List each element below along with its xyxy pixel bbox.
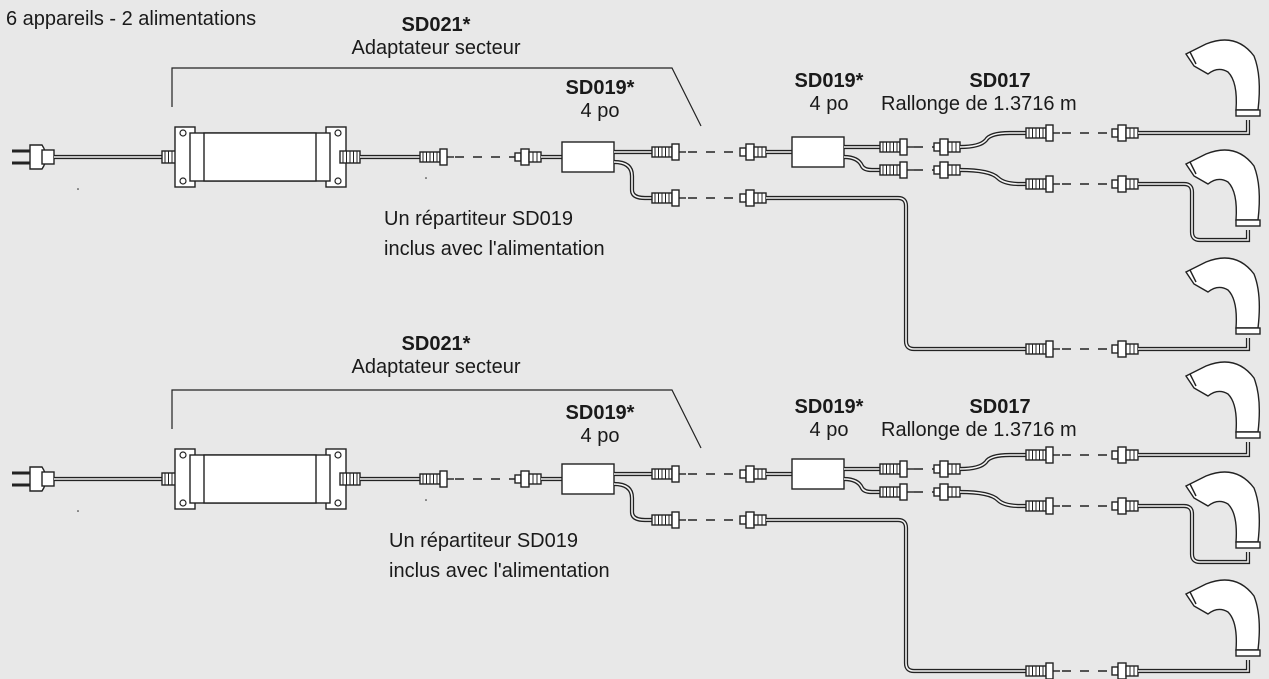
connector-icon — [1025, 497, 1060, 515]
splitter-icon — [791, 458, 845, 490]
connector-icon — [1025, 662, 1060, 679]
plug-icon — [12, 144, 55, 170]
connector-icon — [1025, 340, 1060, 358]
connector-icon — [1111, 497, 1139, 515]
wiring-group-1 — [12, 39, 1261, 358]
connector-icon — [879, 161, 914, 179]
connector-icon — [651, 189, 686, 207]
power-supply-icon — [54, 126, 454, 188]
connector-icon — [933, 161, 961, 179]
splitter-icon — [561, 463, 615, 495]
connector-icon — [651, 465, 686, 483]
connector-icon — [879, 138, 914, 156]
connector-icon — [1025, 124, 1060, 142]
extension-name-1: Rallonge de 1.3716 m — [881, 93, 1077, 115]
adapter-name-1: Adaptateur secteur — [351, 37, 521, 59]
faucet-icon — [1184, 361, 1261, 439]
splitter-note-1-line2: inclus avec l'alimentation — [384, 238, 605, 260]
plug-icon — [12, 466, 55, 492]
splitter-note-2-line1: Un répartiteur SD019 — [389, 530, 578, 552]
connector-icon — [651, 143, 686, 161]
faucet-icon — [1184, 257, 1261, 335]
connector-icon — [879, 483, 914, 501]
connector-icon — [419, 470, 454, 488]
extension-name-2: Rallonge de 1.3716 m — [881, 419, 1077, 441]
connector-icon — [651, 511, 686, 529]
extension-code-2: SD017 — [969, 396, 1031, 418]
splitter-a-code-2: SD019* — [565, 402, 635, 424]
connector-icon — [739, 511, 767, 529]
connector-icon — [933, 483, 961, 501]
splitter-note-2-line2: inclus avec l'alimentation — [389, 560, 610, 582]
adapter-name-2: Adaptateur secteur — [351, 356, 521, 378]
splitter-a-code-1: SD019* — [565, 77, 635, 99]
connector-icon — [879, 460, 914, 478]
splitter-a-size-2: 4 po — [580, 425, 620, 447]
splitter-icon — [561, 141, 615, 173]
adapter-code-1: SD021* — [401, 14, 471, 36]
connector-icon — [1111, 175, 1139, 193]
faucet-icon — [1184, 149, 1261, 227]
faucet-icon — [1184, 39, 1261, 117]
connector-icon — [1025, 175, 1060, 193]
splitter-note-1-line1: Un répartiteur SD019 — [384, 208, 573, 230]
faucet-icon — [1184, 579, 1261, 657]
splitter-icon — [791, 136, 845, 168]
connector-icon — [1111, 340, 1139, 358]
connector-icon — [1111, 446, 1139, 464]
adapter-code-2: SD021* — [401, 333, 471, 355]
splitter-a-size-1: 4 po — [580, 100, 620, 122]
connector-icon — [933, 138, 961, 156]
connector-icon — [739, 189, 767, 207]
connector-icon — [1025, 446, 1060, 464]
extension-code-1: SD017 — [969, 70, 1031, 92]
faucet-icon — [1184, 471, 1261, 549]
splitter-b-size-1: 4 po — [809, 93, 849, 115]
connector-icon — [739, 465, 767, 483]
splitter-b-code-1: SD019* — [794, 70, 864, 92]
splitter-b-size-2: 4 po — [809, 419, 849, 441]
wiring-group-2 — [12, 361, 1261, 679]
splitter-b-code-2: SD019* — [794, 396, 864, 418]
connector-icon — [933, 460, 961, 478]
connector-icon — [419, 148, 454, 166]
diagram-heading: 6 appareils - 2 alimentations — [6, 8, 257, 30]
connector-icon — [514, 470, 542, 488]
connector-icon — [1111, 662, 1139, 679]
connector-icon — [1111, 124, 1139, 142]
power-supply-icon — [54, 448, 454, 510]
connector-icon — [739, 143, 767, 161]
connector-icon — [514, 148, 542, 166]
